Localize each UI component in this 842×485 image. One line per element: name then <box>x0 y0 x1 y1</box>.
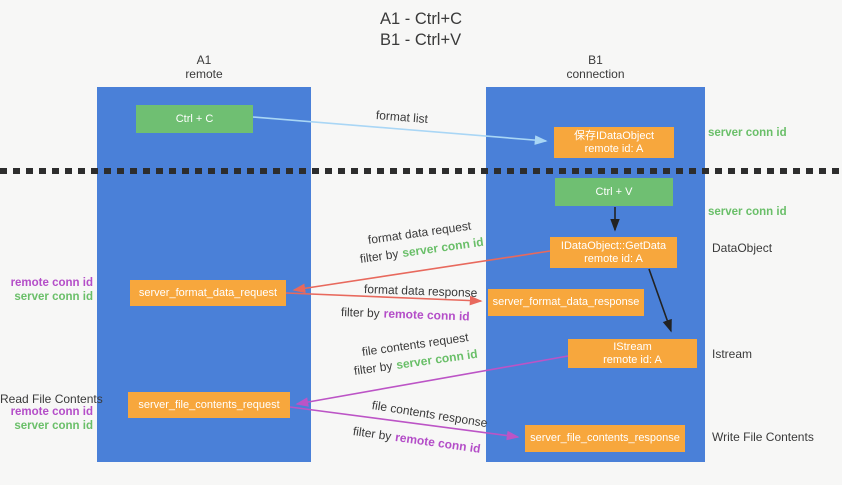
lane-b1-title: B1 <box>588 53 603 67</box>
diagram-title: A1 - Ctrl+C B1 - Ctrl+V <box>0 9 842 51</box>
node-istream-line1: IStream <box>613 340 652 353</box>
node-format-response-label: server_format_data_response <box>492 296 640 308</box>
node-server-file-contents-request: server_file_contents_request <box>128 392 290 418</box>
node-save-idataobject-line2: remote id: A <box>584 142 644 155</box>
file-contents-response-arrow <box>289 406 520 441</box>
left-label-remote-conn-id-2: remote conn id <box>10 406 93 418</box>
right-label-write-file-contents: Write File Contents <box>712 430 814 444</box>
lane-b1-subtitle: connection <box>566 67 625 81</box>
right-label-server-conn-id-top: server conn id <box>708 127 787 139</box>
node-ctrl-v-label: Ctrl + V <box>595 185 633 198</box>
filter-by-text: filter by <box>340 305 380 321</box>
format-data-response-arrow <box>285 292 483 306</box>
remote-conn-id-text: remote conn id <box>383 306 470 324</box>
file-contents-request-arrow <box>295 355 569 407</box>
node-server-format-data-response: server_format_data_response <box>488 289 644 316</box>
left-label-server-conn-id-2: server conn id <box>14 420 93 432</box>
format-data-request-arrow <box>292 250 551 294</box>
node-server-file-contents-response: server_file_contents_response <box>525 425 685 452</box>
node-istream-line2: remote id: A <box>603 353 662 366</box>
lane-header-b1: B1 connection <box>486 53 705 81</box>
node-save-idataobject-line1: 保存IDataObject <box>573 129 655 142</box>
right-label-istream: Istream <box>712 347 753 361</box>
format-list-arrow <box>252 116 548 145</box>
node-ctrl-c: Ctrl + C <box>136 105 253 133</box>
left-label-remote-conn-id-1: remote conn id <box>10 277 93 289</box>
node-istream: IStream remote id: A <box>568 339 697 368</box>
node-idataobject-getdata: IDataObject::GetData remote id: A <box>550 237 677 268</box>
lane-header-a1: A1 remote <box>97 53 311 81</box>
right-label-server-conn-id-mid: server conn id <box>708 206 787 218</box>
node-save-idataobject: 保存IDataObject remote id: A <box>554 127 674 158</box>
lane-a1-title: A1 <box>196 53 212 67</box>
title-line-2: B1 - Ctrl+V <box>379 31 462 49</box>
node-getdata-line2: remote id: A <box>584 252 643 265</box>
left-label-server-conn-id-1: server conn id <box>14 291 93 303</box>
getdata-to-istream-arrow <box>648 268 672 333</box>
left-label-read-file-contents: Read File Contents <box>0 392 103 406</box>
title-line-1: A1 - Ctrl+C <box>379 10 463 28</box>
node-ctrl-c-label: Ctrl + C <box>175 112 214 125</box>
node-server-format-data-request: server_format_data_request <box>130 280 286 306</box>
session-divider-dotted-line <box>0 168 842 174</box>
node-file-request-label: server_file_contents_request <box>138 398 280 411</box>
right-label-dataobject: DataObject <box>712 241 773 255</box>
node-file-response-label: server_file_contents_response <box>530 432 680 444</box>
node-ctrl-v: Ctrl + V <box>555 178 673 206</box>
node-getdata-line1: IDataObject::GetData <box>560 239 667 252</box>
lane-a1-subtitle: remote <box>185 67 223 81</box>
node-format-request-label: server_format_data_request <box>138 286 278 299</box>
